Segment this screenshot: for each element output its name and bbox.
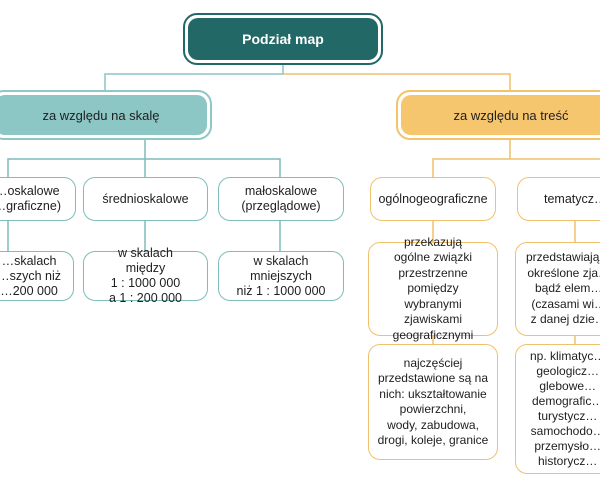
scale-type-1-desc: …skalach …szych niż …200 000 xyxy=(0,251,74,301)
category-content: za względu na treść xyxy=(396,90,600,140)
root-node: Podział map xyxy=(183,13,383,65)
scale-type-3: małoskalowe (przeglądowe) xyxy=(218,177,344,221)
category-scale-fill: za względu na skalę xyxy=(0,95,207,135)
root-label: Podział map xyxy=(242,30,324,47)
category-scale: za względu na skalę xyxy=(0,90,212,140)
content-type-1-examples: najczęściej przedstawione są na nich: uk… xyxy=(368,344,498,460)
content-type-1-desc: przekazują ogólne związki przestrzenne p… xyxy=(368,235,498,342)
connector-content-to-types xyxy=(432,140,600,177)
content-type-1-label: ogólnogeograficzne xyxy=(378,191,488,206)
content-type-1-desc-text: przekazują ogólne związki przestrzenne p… xyxy=(392,234,474,342)
content-type-2-label: tematycz… xyxy=(544,191,600,206)
content-type-1: ogólnogeograficzne xyxy=(370,177,496,221)
content-type-2-desc: przedstawiają… określone zja… bądź elem…… xyxy=(515,242,600,336)
connector-scale-to-types xyxy=(7,140,281,177)
scale-type-2-desc-text: w skalach między 1 : 1000 000 a 1 : 200 … xyxy=(109,246,182,305)
scale-type-2: średnioskalowe xyxy=(83,177,208,221)
scale-type-2-desc: w skalach między 1 : 1000 000 a 1 : 200 … xyxy=(83,246,208,305)
scale-type-2-label: średnioskalowe xyxy=(102,191,189,206)
scale-type-3-desc: w skalach mniejszych niż 1 : 1000 000 xyxy=(218,251,344,301)
scale-type-3-desc-text: w skalach mniejszych niż 1 : 1000 000 xyxy=(236,253,326,298)
connector-root-to-content xyxy=(283,73,511,90)
content-type-2: tematycz… xyxy=(517,177,600,221)
scale-type-1-desc-text: …skalach …szych niż …200 000 xyxy=(0,253,61,298)
category-content-label: za względu na treść xyxy=(453,107,569,123)
scale-type-1-label: …oskalowe …graficzne) xyxy=(0,184,61,213)
category-scale-label: za względu na skalę xyxy=(42,107,160,123)
scale-type-1: …oskalowe …graficzne) xyxy=(0,177,76,221)
category-content-fill: za względu na treść xyxy=(401,95,600,135)
content-type-1-examples-text: najczęściej przedstawione są na nich: uk… xyxy=(377,355,489,448)
scale-type-3-label: małoskalowe (przeglądowe) xyxy=(241,184,321,213)
root-node-fill: Podział map xyxy=(188,18,378,60)
content-type-2-examples: np. klimatyc… geologicz… glebowe… demogr… xyxy=(515,344,600,474)
connector-root-to-scale xyxy=(104,65,284,90)
content-type-2-examples-text: np. klimatyc… geologicz… glebowe… demogr… xyxy=(530,349,600,468)
content-type-2-desc-text: przedstawiają… określone zja… bądź elem…… xyxy=(526,250,600,327)
